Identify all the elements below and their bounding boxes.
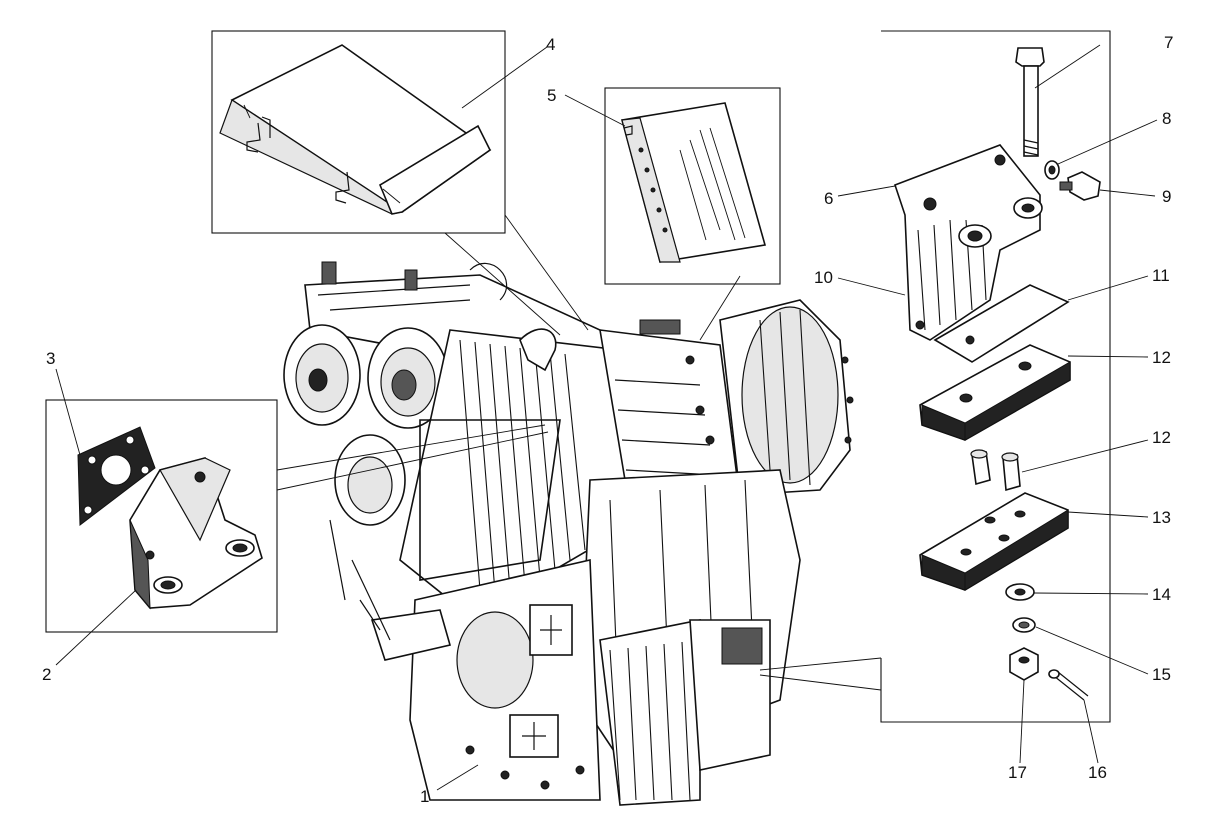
part-spring-washer (1012, 617, 1036, 633)
inset-frame-bracket-left (45, 399, 278, 633)
callout-1: 1 (420, 787, 429, 806)
callout-12-lower: 13 (1152, 508, 1171, 527)
part-washer-small (1044, 160, 1060, 180)
callout-15: 15 (1152, 665, 1171, 684)
part-engine-mount (893, 144, 1043, 341)
callout-10: 10 (814, 268, 833, 287)
part-bracket-left (129, 457, 263, 610)
part-screw (1059, 171, 1101, 201)
part-plate (933, 284, 1070, 363)
callout-3: 3 (46, 349, 55, 368)
part-cotter-pin (1048, 669, 1089, 701)
transmission-housing (283, 261, 854, 806)
callout-2: 2 (42, 665, 51, 684)
part-rubber-pad-lower (919, 492, 1069, 591)
callout-14: 14 (1152, 585, 1171, 604)
part-castle-nut (1009, 647, 1039, 681)
callout-13: 12 (1152, 428, 1171, 447)
callout-16: 16 (1088, 763, 1107, 782)
inset-frame-shield (604, 87, 781, 285)
leader-lines (55, 44, 1158, 791)
callout-8: 8 (1162, 109, 1171, 128)
callout-12-upper: 12 (1152, 348, 1171, 367)
callout-5: 5 (547, 86, 556, 105)
callout-9: 9 (1162, 187, 1171, 206)
callout-4: 4 (546, 35, 555, 54)
part-rubber-pad-upper (919, 344, 1071, 441)
part-shield (620, 102, 767, 263)
part-bolt (1015, 47, 1045, 157)
inset-frame-cover (211, 30, 506, 234)
callout-7: 7 (1164, 33, 1173, 52)
callout-labels: 1 2 3 4 5 6 7 8 9 10 11 12 12 13 14 15 1… (42, 33, 1173, 806)
callout-6: 6 (824, 189, 833, 208)
callout-17: 17 (1008, 763, 1027, 782)
part-cover (219, 44, 492, 215)
callout-11: 11 (1152, 266, 1170, 285)
inset-frame-mount-right (880, 30, 1111, 723)
part-washer-flat (1005, 583, 1035, 601)
part-gasket (77, 426, 156, 526)
part-bushings (970, 449, 1021, 492)
